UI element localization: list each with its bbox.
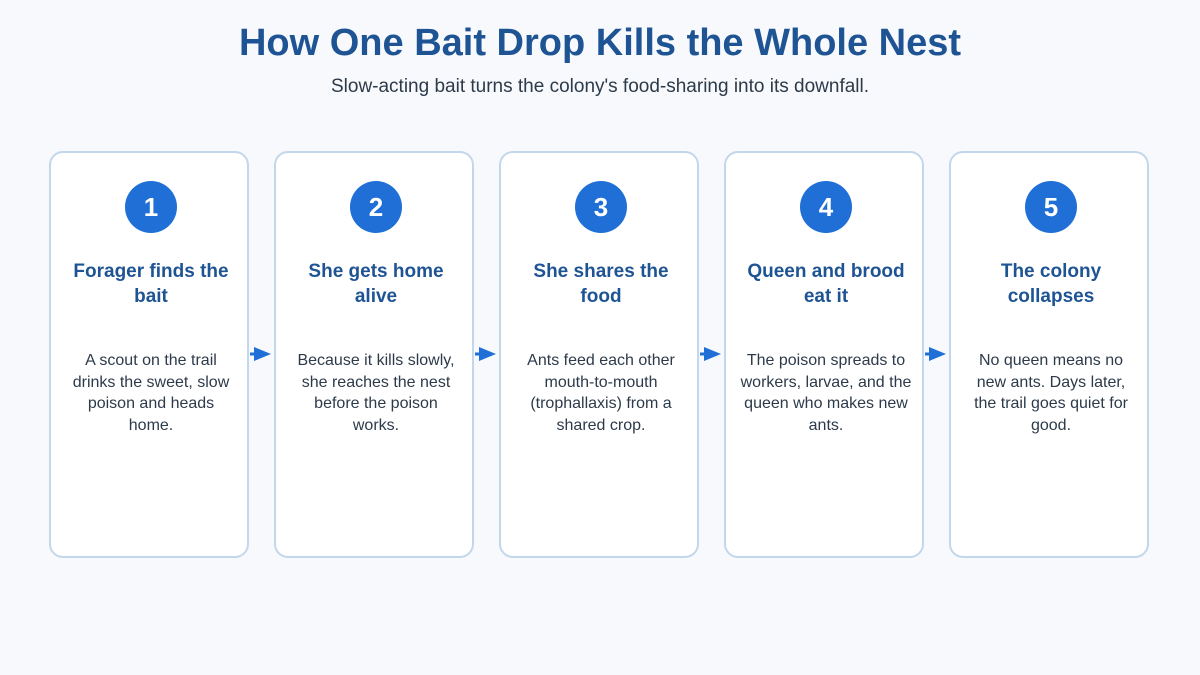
page-subtitle: Slow-acting bait turns the colony's food… — [330, 76, 870, 97]
arrow-right-icon — [700, 347, 721, 361]
step-title: She gets home alive — [308, 261, 444, 307]
arrow-right-icon — [475, 347, 496, 361]
step-description: A scout on the trail drinks the sweet, s… — [72, 352, 230, 434]
step-title: The colony collapses — [1000, 261, 1102, 307]
step-title: She shares the food — [533, 261, 669, 307]
step-card-5: 5 The colony collapses No queen means no… — [949, 151, 1149, 558]
step-card-4: 4 Queen and brood eat it The poison spre… — [724, 151, 924, 558]
arrow-right-icon — [925, 347, 946, 361]
step-number-badge: 4 — [800, 181, 852, 233]
step-description: Ants feed each other mouth-to-mouth (tro… — [527, 352, 675, 434]
step-title: Queen and brood eat it — [747, 261, 905, 307]
step-number-badge: 2 — [350, 181, 402, 233]
step-card-1: 1 Forager finds the bait A scout on the … — [49, 151, 249, 558]
step-number-badge: 3 — [575, 181, 627, 233]
step-card-2: 2 She gets home alive Because it kills s… — [274, 151, 474, 558]
page-title: How One Bait Drop Kills the Whole Nest — [238, 22, 962, 64]
step-description: No queen means no new ants. Days later, … — [974, 352, 1128, 434]
arrow-right-icon — [250, 347, 271, 361]
step-description: Because it kills slowly, she reaches the… — [297, 352, 455, 434]
step-title: Forager finds the bait — [73, 261, 229, 307]
step-description: The poison spreads to workers, larvae, a… — [740, 352, 912, 434]
step-number-badge: 5 — [1025, 181, 1077, 233]
step-number-badge: 1 — [125, 181, 177, 233]
step-card-3: 3 She shares the food Ants feed each oth… — [499, 151, 699, 558]
